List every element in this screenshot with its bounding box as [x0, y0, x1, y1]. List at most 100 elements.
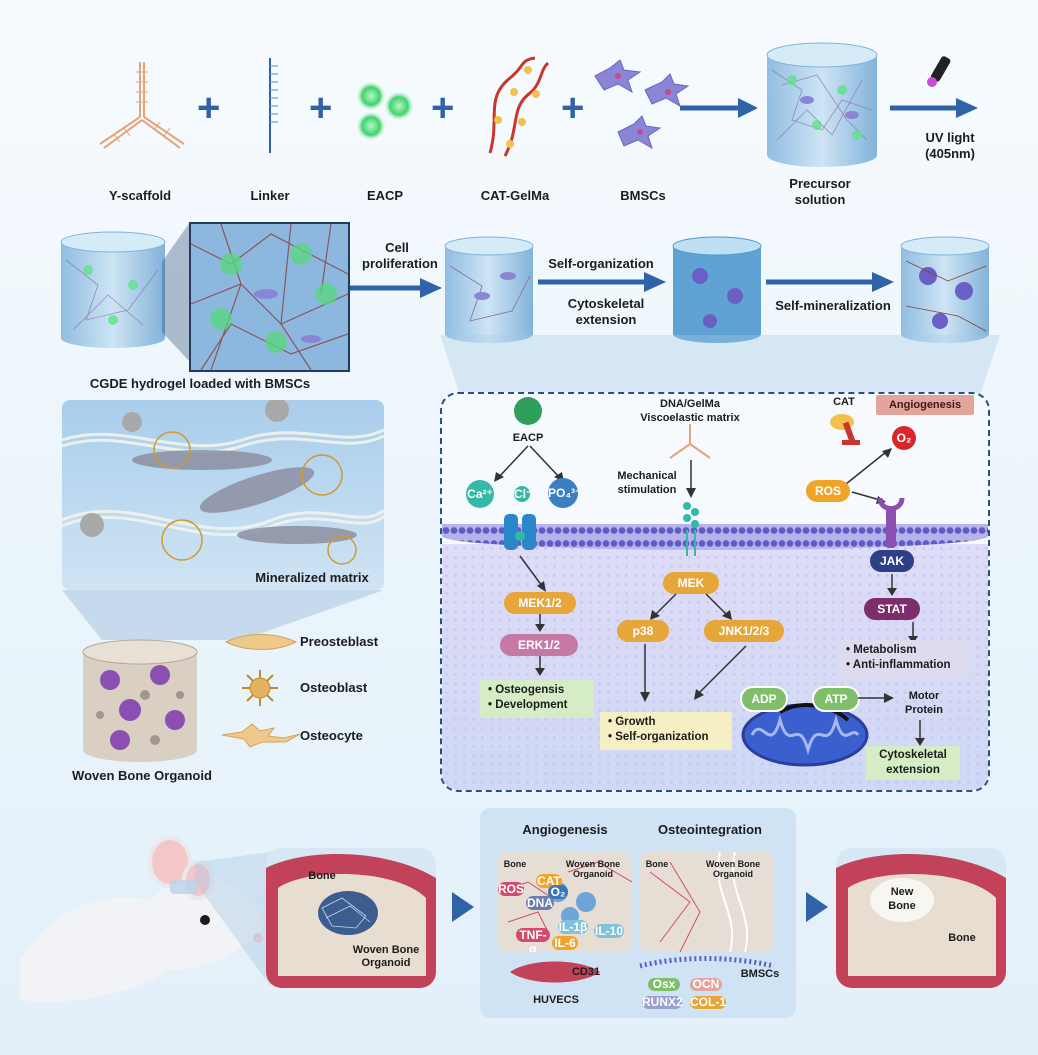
cat-gelma-icon: [488, 56, 550, 157]
receptor-icon: [877, 497, 905, 548]
self-mineralization-label: Self-mineralization: [775, 298, 891, 313]
arrow-icon: [350, 278, 442, 298]
y-scaffold-label: Y-scaffold: [108, 188, 172, 203]
arrow-icon: [640, 644, 650, 702]
y-scaffold-icon: [99, 62, 185, 149]
wbo-label-1a: Woven Bone: [352, 944, 420, 956]
woven-bone-organoid-label: Woven Bone Organoid: [72, 768, 212, 783]
il1b-tag: IL-1β: [558, 920, 588, 934]
plus-icon: +: [561, 86, 585, 130]
preosteoblast-label: Preosteblast: [300, 634, 379, 649]
adp-pill: ADP: [740, 686, 788, 712]
stimulation-label: stimulation: [617, 484, 677, 496]
cat-tag: CAT: [536, 874, 562, 888]
p38-pill: p38: [617, 620, 669, 642]
cytoskeletal-extension-label: Cytoskeletal extension: [567, 296, 645, 327]
osteointegration-title: Osteointegration: [657, 822, 762, 837]
dna-y-icon: [669, 424, 711, 459]
development-text: Development: [495, 699, 568, 711]
mek12-pill: MEK1/2: [504, 592, 576, 614]
bone-label-4: Bone: [948, 932, 976, 944]
dna-gelma-label: DNA/GelMa: [660, 398, 720, 410]
preosteoblast-icon: [224, 634, 298, 650]
osteoblast-label: Osteoblast: [300, 680, 368, 695]
zoom-connector: [62, 590, 384, 640]
osteogensis-text: Osteogensis: [495, 684, 565, 696]
self-organization-label: Self-organization: [548, 256, 654, 271]
wbo-label-3b: Organoid: [713, 869, 753, 879]
metabolism-text: Metabolism: [853, 644, 917, 656]
membrane-strip: [639, 956, 775, 969]
bone-label-1: Bone: [308, 870, 336, 882]
cd31-label: CD31: [571, 966, 601, 978]
atp-pill: ATP: [812, 686, 860, 712]
plus-icon: +: [309, 86, 333, 130]
zoom-connector: [195, 852, 271, 987]
new-bone-label-2: Bone: [888, 900, 916, 912]
hydrogel-cylinder: [60, 231, 166, 348]
ion-channel-icon: [504, 514, 536, 550]
arrow-icon: [650, 593, 732, 620]
uv-pen-icon: [927, 56, 951, 87]
hydrogel-zoom-panel: [189, 222, 350, 372]
arrow-icon: [535, 614, 545, 632]
plus-icon: +: [197, 86, 221, 130]
o2-tag: O₂: [548, 885, 568, 899]
bmscs-label: BMSCs: [620, 188, 666, 203]
cytoskeletal-box: Cytoskeletal extension: [866, 746, 960, 780]
arrow-icon: [845, 448, 892, 485]
integrin-receptor-icon: [683, 502, 699, 556]
ros-pill: ROS: [806, 480, 850, 502]
wbo-label-2a: Woven Bone: [565, 859, 621, 869]
uv-light-label: UV light: [925, 130, 975, 145]
mechanical-label: Mechanical: [617, 470, 677, 482]
wbo-label-3a: Woven Bone: [705, 859, 761, 869]
arrow-icon: [915, 720, 925, 746]
cat-gelma-label: CAT-GelMa: [480, 188, 550, 203]
ca-ion: Ca²⁺: [466, 480, 494, 508]
tnfa-tag: TNF-α: [516, 928, 550, 952]
mitochondrion-icon: [741, 703, 869, 767]
precursor-solution-cylinder: [766, 42, 878, 167]
eacp-label: EACP: [366, 188, 404, 203]
zoom-connector: [162, 222, 190, 362]
in-vivo-panel: Angiogenesis Osteointegration Bone Woven…: [480, 808, 796, 1018]
mineralized-matrix-panel: Mineralized matrix: [62, 400, 384, 590]
cytoskeletal-text: Cytoskeletal: [879, 749, 947, 761]
bone-defect-panel-1: Bone Woven Bone Organoid: [266, 848, 436, 988]
cat-mech-label: CAT: [833, 396, 855, 408]
po4-ion: PO₄³⁻: [548, 478, 581, 508]
uv-arrow-icon: [890, 98, 978, 118]
cat-enzyme-icon: [830, 414, 860, 445]
eacp-particle: [514, 397, 542, 425]
arrow-icon: [538, 272, 666, 292]
arrow-icon: [452, 892, 474, 922]
arrow-icon: [806, 892, 828, 922]
ocn-tag: OCN: [690, 978, 722, 991]
osteoblast-icon: [242, 670, 278, 706]
jnk-pill: JNK1/2/3: [704, 620, 784, 642]
bmscs-bottom-label: BMSCs: [740, 968, 780, 980]
huvec-cell-icon: [510, 961, 600, 983]
metabolism-box: • Metabolism • Anti-inflammation: [840, 640, 970, 678]
o2-circle: O₂: [892, 426, 916, 450]
zoom-fan: [440, 335, 1000, 395]
rat-illustration: [20, 836, 263, 1002]
growth-box: • Growth • Self-organization: [600, 712, 732, 750]
col1-tag: COL-1: [690, 995, 726, 1009]
osteocyte-icon: [221, 723, 301, 748]
viscoelastic-label: Viscoelastic matrix: [640, 412, 740, 424]
arrow-icon: [887, 574, 897, 596]
organoid-cylinder-2: [672, 236, 762, 343]
osteogensis-box: • Osteogensis • Development: [480, 680, 594, 718]
anti-inflammation-text: Anti-inflammation: [852, 659, 951, 671]
arrow-icon: [858, 693, 894, 703]
arrow-icon: [694, 645, 747, 700]
woven-bone-organoid-cylinder: [82, 639, 198, 762]
mek-pill: MEK: [663, 572, 719, 594]
cell-proliferation-label: Cell proliferation: [362, 240, 438, 271]
growth-text: Growth: [615, 716, 656, 728]
il10-tag: IL-10: [594, 924, 624, 938]
plus-icon: +: [431, 86, 455, 130]
angiogenesis-title: Angiogenesis: [522, 822, 608, 837]
